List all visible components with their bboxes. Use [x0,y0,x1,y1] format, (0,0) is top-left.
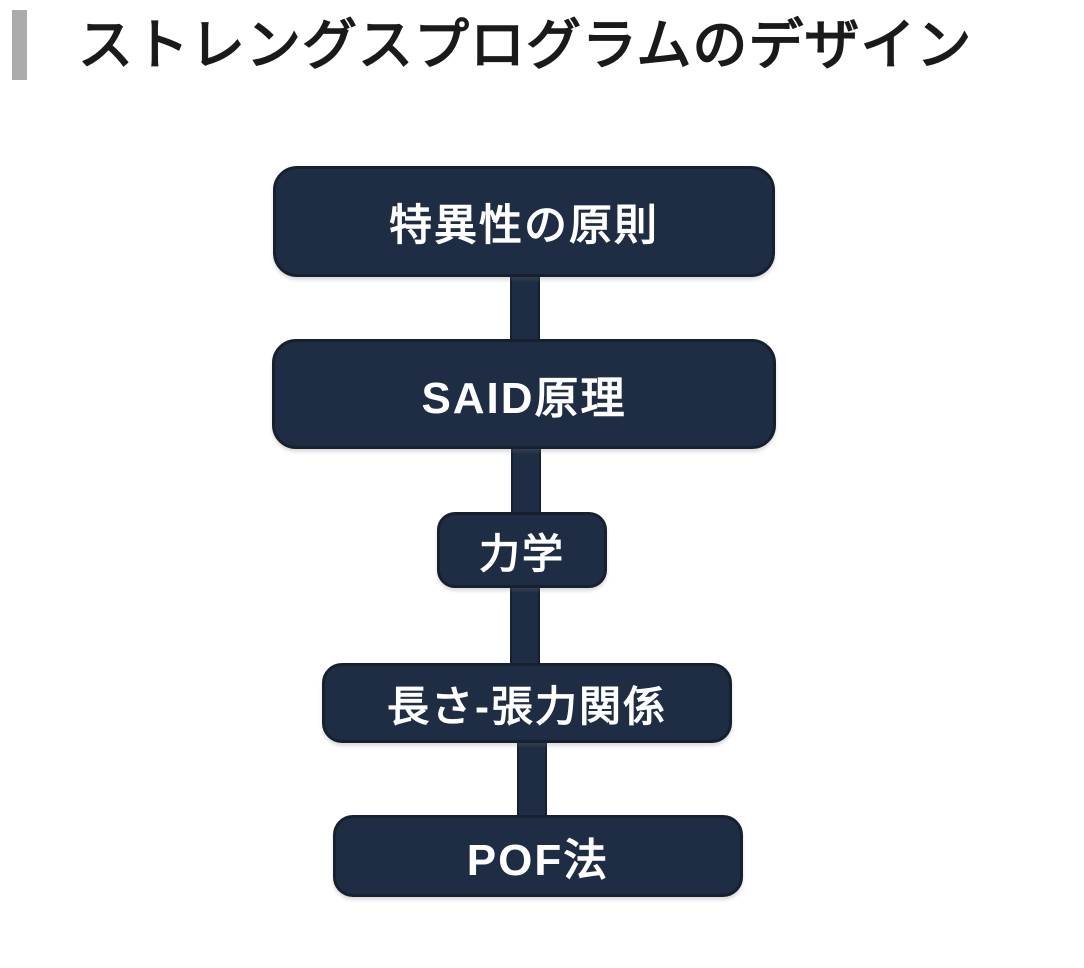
flow-node-label: 力学 [479,531,565,577]
flow-node-label: 長さ-張力関係 [387,682,667,730]
flow-node-length-tension-relationship: 長さ-張力関係 [322,663,732,743]
title-accent-bar [12,10,27,80]
flow-node-said-principle: SAID原理 [272,339,776,449]
connector-2-3 [511,442,541,519]
flow-node-pof-method: POF法 [333,815,743,897]
connector-3-4 [510,582,540,670]
connector-4-5 [517,737,547,822]
connector-1-2 [510,270,540,346]
flow-node-mechanics: 力学 [437,512,607,588]
title-row: ストレングスプログラムのデザイン [12,10,972,80]
flow-node-label: 特異性の原則 [389,201,659,250]
flow-node-label: SAID原理 [421,374,627,423]
flow-node-label: POF法 [466,836,610,885]
page-title: ストレングスプログラムのデザイン [78,14,973,76]
flow-node-specificity-principle: 特異性の原則 [273,166,775,277]
